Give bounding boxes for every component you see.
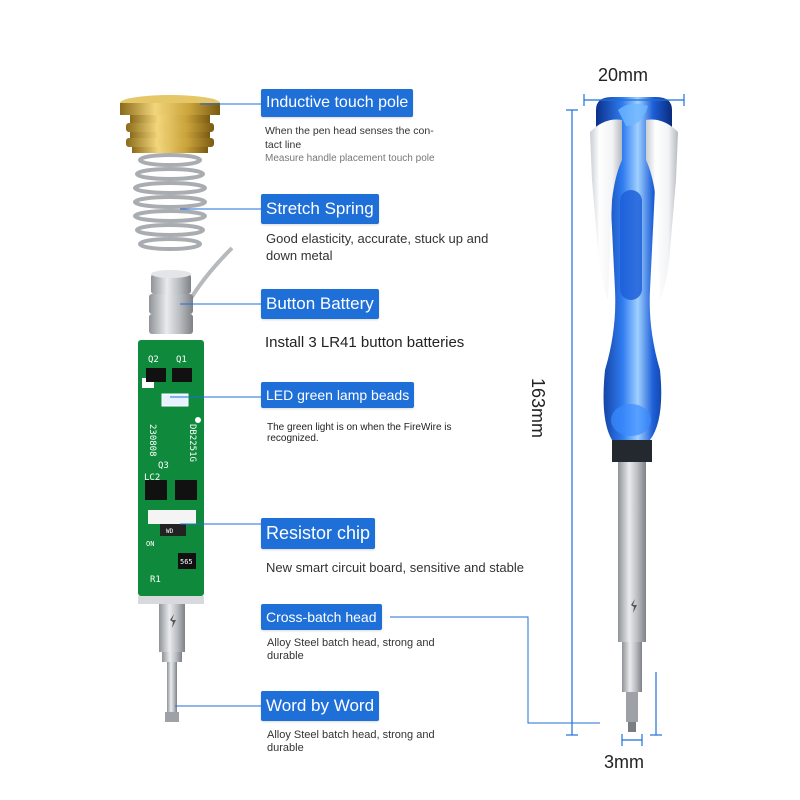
desc-line: tact line <box>265 138 302 151</box>
dimension-lines <box>566 94 685 746</box>
pcb-model: DB2251G <box>187 424 197 462</box>
dimension-width-top: 20mm <box>598 65 649 85</box>
screwdriver-illustration <box>590 97 678 732</box>
pcb-lc2: LC2 <box>144 473 160 483</box>
callout-led-green-lamp-beads: LED green lamp beads <box>261 382 415 408</box>
desc-line: durable <box>267 742 304 755</box>
callout-desc: Good elasticity, accurate, stuck up and … <box>266 231 488 265</box>
circuit-board: Q2 Q1 230808 DB2251G Q3 LC2 R1 565 ON WD <box>138 340 204 604</box>
callout-button-battery: Button Battery <box>261 289 379 319</box>
desc-line: Measure handle placement touch pole <box>265 153 435 165</box>
leader-lines <box>170 103 600 724</box>
pcb-q1: Q1 <box>176 355 187 365</box>
callout-desc: New smart circuit board, sensitive and s… <box>266 560 524 577</box>
desc-line: Good elasticity, accurate, stuck up and <box>266 231 489 246</box>
pcb-q3: Q3 <box>158 461 169 471</box>
desc-line: The green light is on when the FireWire … <box>267 422 452 433</box>
pcb-q2: Q2 <box>148 355 159 365</box>
batch-bit <box>159 604 185 722</box>
dimension-tip-width: 3mm <box>604 752 644 772</box>
pcb-wd: WD <box>166 528 174 535</box>
desc-line: When the pen head senses the con- <box>265 125 434 137</box>
pcb-on: ON <box>146 540 154 548</box>
callout-desc: Alloy Steel batch head, strong and durab… <box>267 637 435 663</box>
pcb-r1: R1 <box>150 575 161 585</box>
spring <box>133 153 207 251</box>
button-batteries <box>149 246 234 334</box>
pcb-serial: 230808 <box>147 424 157 457</box>
desc-line: New smart circuit board, sensitive and s… <box>266 560 524 575</box>
callout-inductive-touch-pole: Inductive touch pole <box>261 89 414 117</box>
callout-desc: When the pen head senses the con- tact l… <box>265 125 435 165</box>
desc-line: Alloy Steel batch head, strong and <box>267 637 435 649</box>
desc-line: Install 3 LR41 button batteries <box>265 334 465 351</box>
dimension-length: 163mm <box>528 378 548 439</box>
desc-line: Alloy Steel batch head, strong and <box>267 729 435 741</box>
desc-line: durable <box>267 650 304 663</box>
callout-desc: The green light is on when the FireWire … <box>267 422 452 444</box>
desc-line: recognized. <box>267 433 319 444</box>
brass-touch-pole <box>120 95 220 153</box>
callout-word-by-word: Word by Word <box>261 691 380 721</box>
callout-resistor-chip: Resistor chip <box>261 518 376 549</box>
callout-cross-batch-head: Cross-batch head <box>261 604 382 630</box>
callout-desc: Alloy Steel batch head, strong and durab… <box>267 729 435 755</box>
desc-line: down metal <box>266 247 333 263</box>
pcb-code: 565 <box>180 558 193 566</box>
callout-desc: Install 3 LR41 button batteries <box>265 333 464 353</box>
callout-stretch-spring: Stretch Spring <box>261 194 379 224</box>
